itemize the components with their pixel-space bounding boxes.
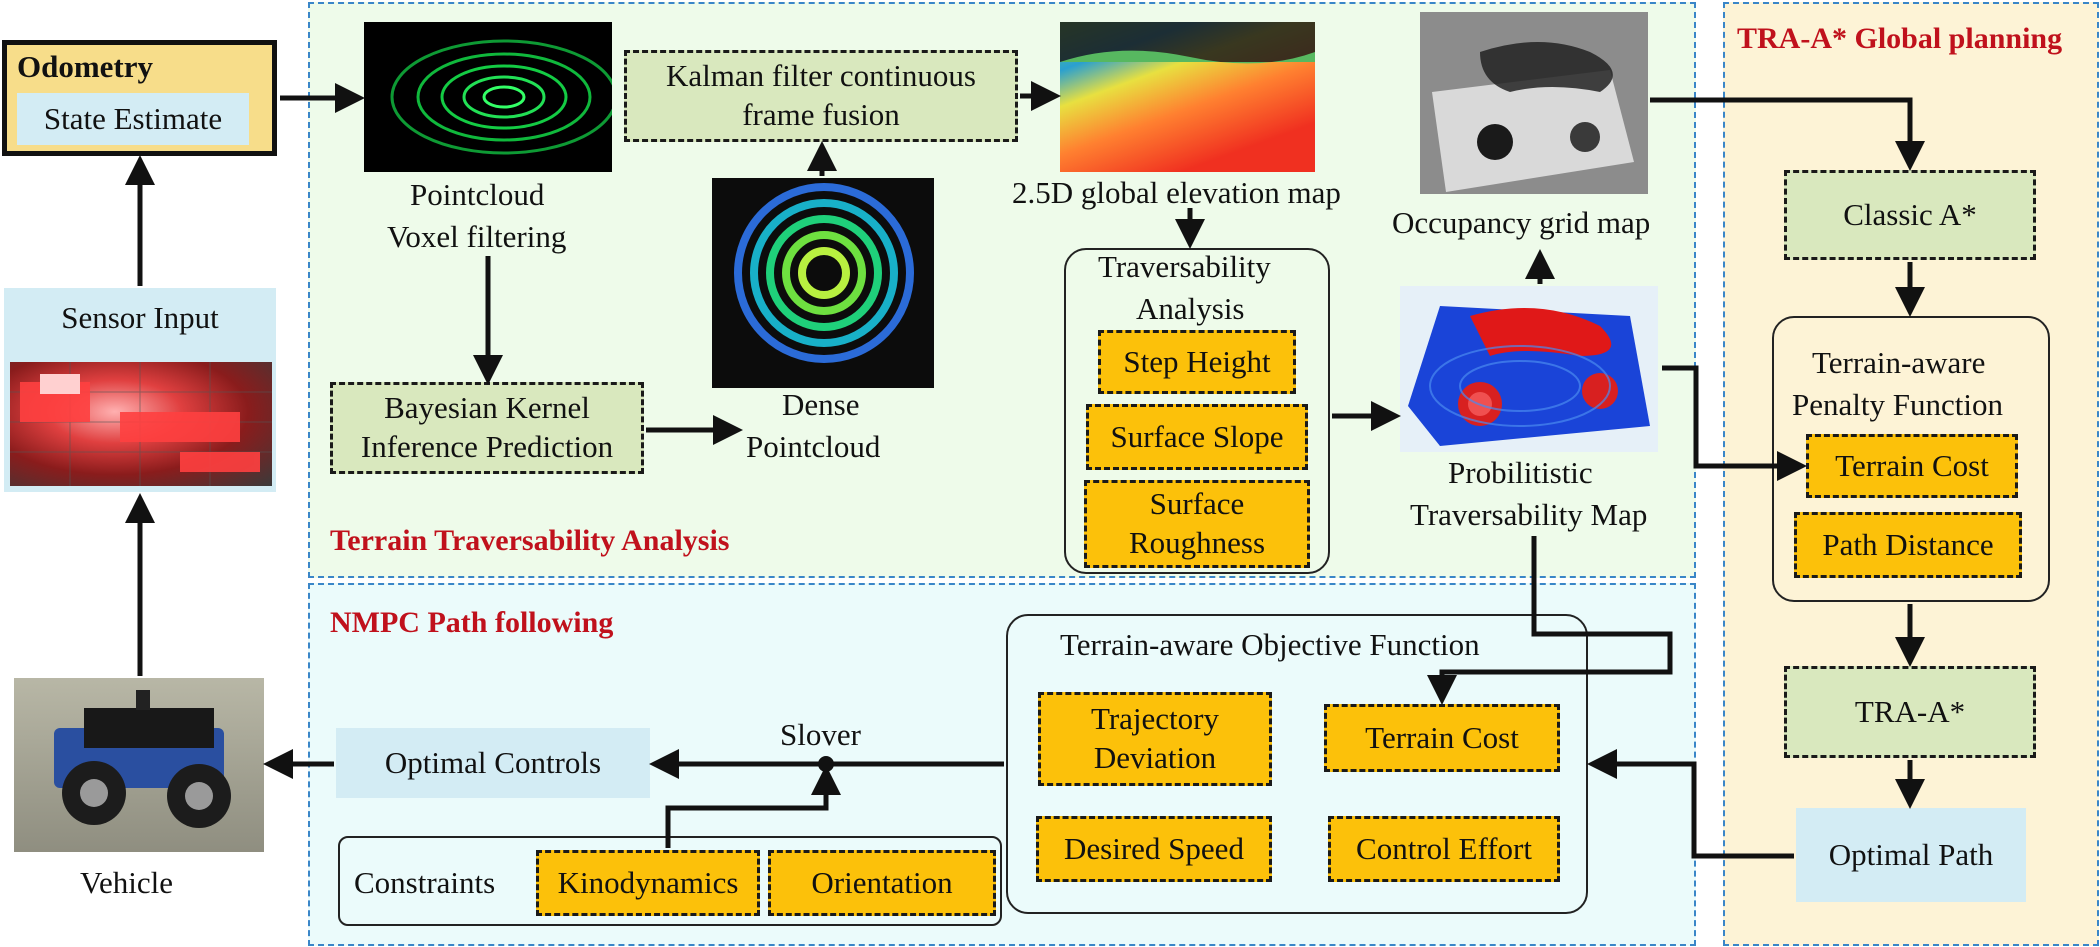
desired-speed-box: Desired Speed: [1036, 816, 1272, 882]
sensor-input-block: Sensor Input: [4, 288, 276, 492]
kalman-line2: frame fusion: [742, 97, 900, 132]
solver-node: [818, 756, 834, 772]
odometry-box: Odometry State Estimate: [2, 40, 277, 156]
occupancy-map-label: Occupancy grid map: [1392, 205, 1651, 240]
arrow-probmap-to-objective: [1427, 536, 1673, 705]
dense-pointcloud-image: [712, 178, 934, 388]
odometry-title: Odometry: [17, 49, 154, 84]
dense-label-line2: Pointcloud: [746, 429, 881, 464]
penalty-function-group: [1772, 316, 2050, 602]
objective-title: Terrain-aware Objective Function: [1060, 627, 1480, 662]
penalty-terrain-cost-box: Terrain Cost: [1806, 434, 2018, 498]
pointcloud-image: [364, 22, 612, 172]
path-distance-box: Path Distance: [1794, 512, 2022, 578]
trav-title-line1: Traversability: [1098, 249, 1271, 284]
elevation-map-label: 2.5D global elevation map: [1012, 175, 1341, 210]
arrow-probmap-to-penalty: [1662, 365, 1807, 481]
bayesian-kernel-box: Bayesian Kernel Inference Prediction: [330, 382, 644, 474]
pointcloud-label-line2: Voxel filtering: [387, 219, 567, 254]
dense-label-line1: Dense: [782, 387, 860, 422]
kalman-filter-box: Kalman filter continuous frame fusion: [624, 50, 1018, 142]
penalty-title-line1: Terrain-aware: [1812, 345, 1986, 380]
kinodynamics-box: Kinodynamics: [536, 850, 760, 916]
bayes-line2: Inference Prediction: [360, 429, 614, 464]
arrow-constraints-to-solver: [665, 765, 841, 848]
trav-title-line2: Analysis: [1136, 291, 1245, 326]
control-effort-box: Control Effort: [1328, 816, 1560, 882]
traversability-analysis-group: [1064, 248, 1330, 574]
sensor-input-title: Sensor Input: [61, 299, 219, 335]
state-estimate-box: State Estimate: [17, 93, 249, 145]
occupancy-map-image: [1420, 12, 1648, 194]
elevation-map-image: [1060, 22, 1315, 172]
prob-map-label-line2: Traversability Map: [1410, 497, 1648, 532]
optimal-path-box: Optimal Path: [1796, 808, 2026, 902]
prob-map-label-line1: Probilitistic: [1448, 455, 1593, 490]
probabilistic-map-image: [1400, 286, 1658, 452]
global-planning-title: TRA-A* Global planning: [1737, 22, 2063, 55]
surface-slope-box: Surface Slope: [1086, 404, 1308, 470]
constraints-label: Constraints: [354, 865, 496, 900]
objective-terrain-cost-box: Terrain Cost: [1324, 704, 1560, 772]
vehicle-label: Vehicle: [80, 865, 173, 900]
tra-astar-box: TRA-A*: [1784, 666, 2036, 758]
orientation-box: Orientation: [768, 850, 996, 916]
traj-line1: Trajectory: [1091, 701, 1219, 737]
nmpc-title: NMPC Path following: [330, 606, 614, 639]
step-height-box: Step Height: [1098, 330, 1296, 394]
optimal-controls-box: Optimal Controls: [336, 728, 650, 798]
sensor-pointcloud-image: [10, 362, 272, 486]
penalty-title-line2: Penalty Function: [1792, 387, 2003, 422]
rough-line1: Surface: [1149, 486, 1245, 522]
rough-line2: Roughness: [1128, 525, 1266, 560]
bayes-line1: Bayesian Kernel: [384, 390, 590, 426]
traj-line2: Deviation: [1093, 740, 1217, 775]
arrow-optimal-to-objective: [1587, 749, 1794, 859]
arrow-occupancy-to-classic: [1650, 97, 1925, 171]
vehicle-image: [14, 678, 264, 852]
kalman-line1: Kalman filter continuous: [666, 58, 976, 94]
trajectory-deviation-box: Trajectory Deviation: [1038, 692, 1272, 786]
surface-roughness-box: Surface Roughness: [1084, 480, 1310, 568]
solver-label: Slover: [780, 717, 861, 752]
classic-astar-box: Classic A*: [1784, 170, 2036, 260]
pointcloud-label-line1: Pointcloud: [410, 177, 545, 212]
terrain-traversability-title: Terrain Traversability Analysis: [330, 524, 730, 557]
